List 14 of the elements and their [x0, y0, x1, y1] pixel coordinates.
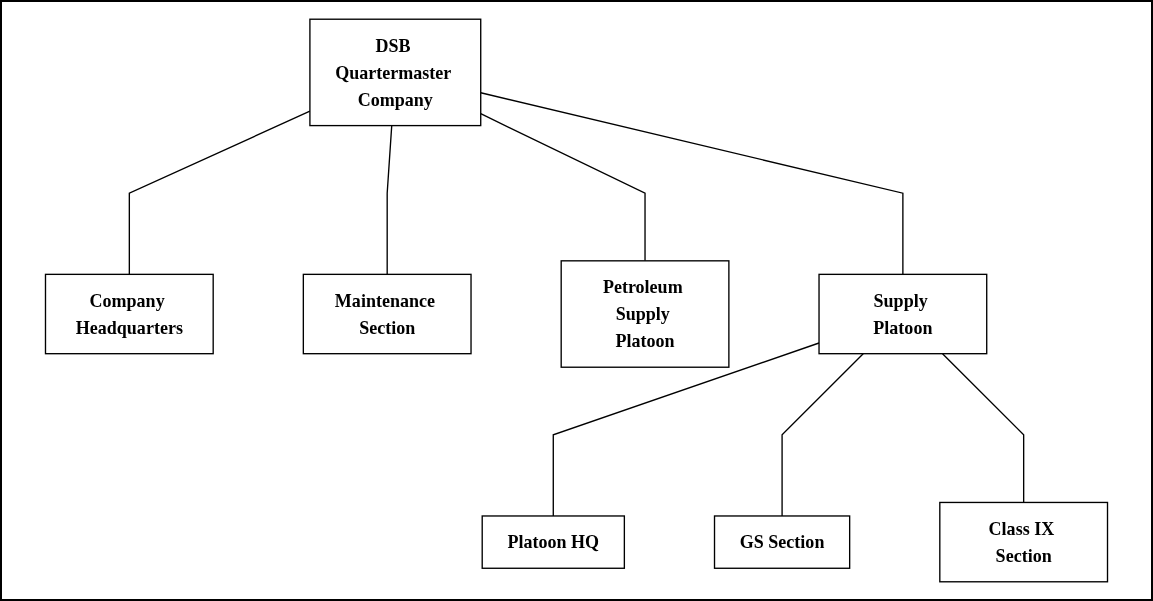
node-box: Class IX Section: [939, 501, 1109, 583]
connector: [941, 353, 1025, 504]
connector: [480, 113, 646, 262]
node-box: Petroleum Supply Platoon: [560, 260, 730, 368]
connector: [781, 353, 864, 517]
node-box: Company Headquarters: [44, 273, 214, 355]
connector: [552, 342, 820, 517]
node-box: DSB Quartermaster Company: [309, 18, 482, 127]
connector: [480, 92, 904, 276]
node-box: Maintenance Section: [302, 273, 472, 355]
node-box: Platoon HQ: [481, 515, 626, 569]
node-box: GS Section: [713, 515, 851, 569]
node-box: Supply Platoon: [818, 273, 988, 355]
connector: [386, 124, 393, 276]
